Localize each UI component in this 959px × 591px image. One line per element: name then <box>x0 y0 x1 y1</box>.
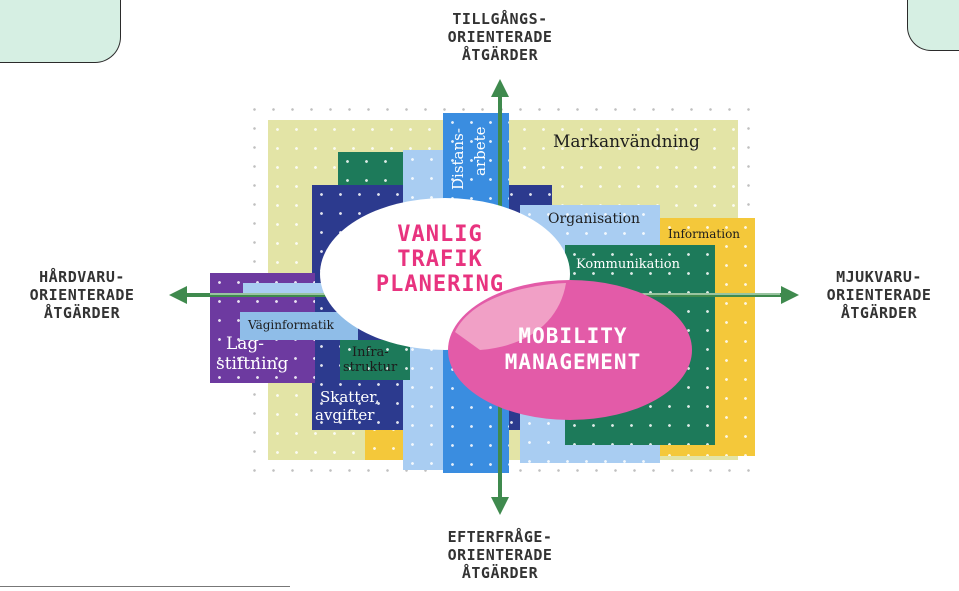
road-info-band <box>240 312 358 340</box>
land-use-label: Markanvändning <box>553 132 700 152</box>
axis-label-right-line1: MJUKVARU- <box>836 268 922 286</box>
legislation-label-1: Lag- <box>226 334 265 354</box>
axis-label-bottom-line1: EFTERFRÅGE- <box>447 528 553 546</box>
bottom-rule <box>0 586 290 587</box>
corner-tab-right <box>907 0 959 51</box>
axis-label-bottom-line3: ÅTGÄRDER <box>461 564 539 582</box>
axis-label-bottom-line2: ORIENTERADE <box>447 546 553 564</box>
communication-label: Kommunikation <box>576 257 680 272</box>
mobility-management-line1: MOBILITY <box>518 324 628 348</box>
axis-label-right: MJUKVARU- ORIENTERADE ÅTGÄRDER <box>800 268 958 322</box>
legislation-label-2: stiftning <box>216 354 289 374</box>
infrastructure-label-1: Infra- <box>352 345 389 360</box>
axis-label-top-line2: ORIENTERADE <box>447 28 553 46</box>
axis-label-left-line2: ORIENTERADE <box>29 286 135 304</box>
axis-label-left-line1: HÅRDVARU- <box>39 268 125 286</box>
traffic-planning-label: VANLIG TRAFIK PLANERING <box>355 222 525 297</box>
remote-work-label-1: Distans- <box>449 128 467 190</box>
axis-label-top: TILLGÅNGS- ORIENTERADE ÅTGÄRDER <box>400 10 600 64</box>
corner-tab-left <box>0 0 121 63</box>
axis-label-right-line2: ORIENTERADE <box>826 286 932 304</box>
remote-work-label-2: arbete <box>471 126 489 177</box>
infrastructure-block <box>340 340 410 380</box>
ellipse-overlap <box>455 283 566 350</box>
organisation-label: Organisation <box>548 211 641 227</box>
axis-label-left: HÅRDVARU- ORIENTERADE ÅTGÄRDER <box>2 268 162 322</box>
mobility-management-label: MOBILITY MANAGEMENT <box>468 323 678 375</box>
infrastructure-label-2: struktur <box>343 360 398 375</box>
taxes-label-2: avgifter <box>315 406 375 424</box>
traffic-planning-line3: PLANERING <box>375 272 505 297</box>
traffic-planning-line2: TRAFIK <box>397 247 483 272</box>
information-label: Information <box>668 227 741 241</box>
mobility-management-line2: MANAGEMENT <box>504 350 642 374</box>
axis-label-left-line3: ÅTGÄRDER <box>43 304 121 322</box>
traffic-planning-line1: VANLIG <box>397 222 483 247</box>
axis-label-top-line3: ÅTGÄRDER <box>461 46 539 64</box>
axis-label-right-line3: ÅTGÄRDER <box>840 304 918 322</box>
road-info-label: Väginformatik <box>248 318 334 332</box>
axis-label-top-line1: TILLGÅNGS- <box>452 10 548 28</box>
axis-label-bottom: EFTERFRÅGE- ORIENTERADE ÅTGÄRDER <box>400 528 600 582</box>
taxes-label-1: Skatter, <box>320 388 380 406</box>
